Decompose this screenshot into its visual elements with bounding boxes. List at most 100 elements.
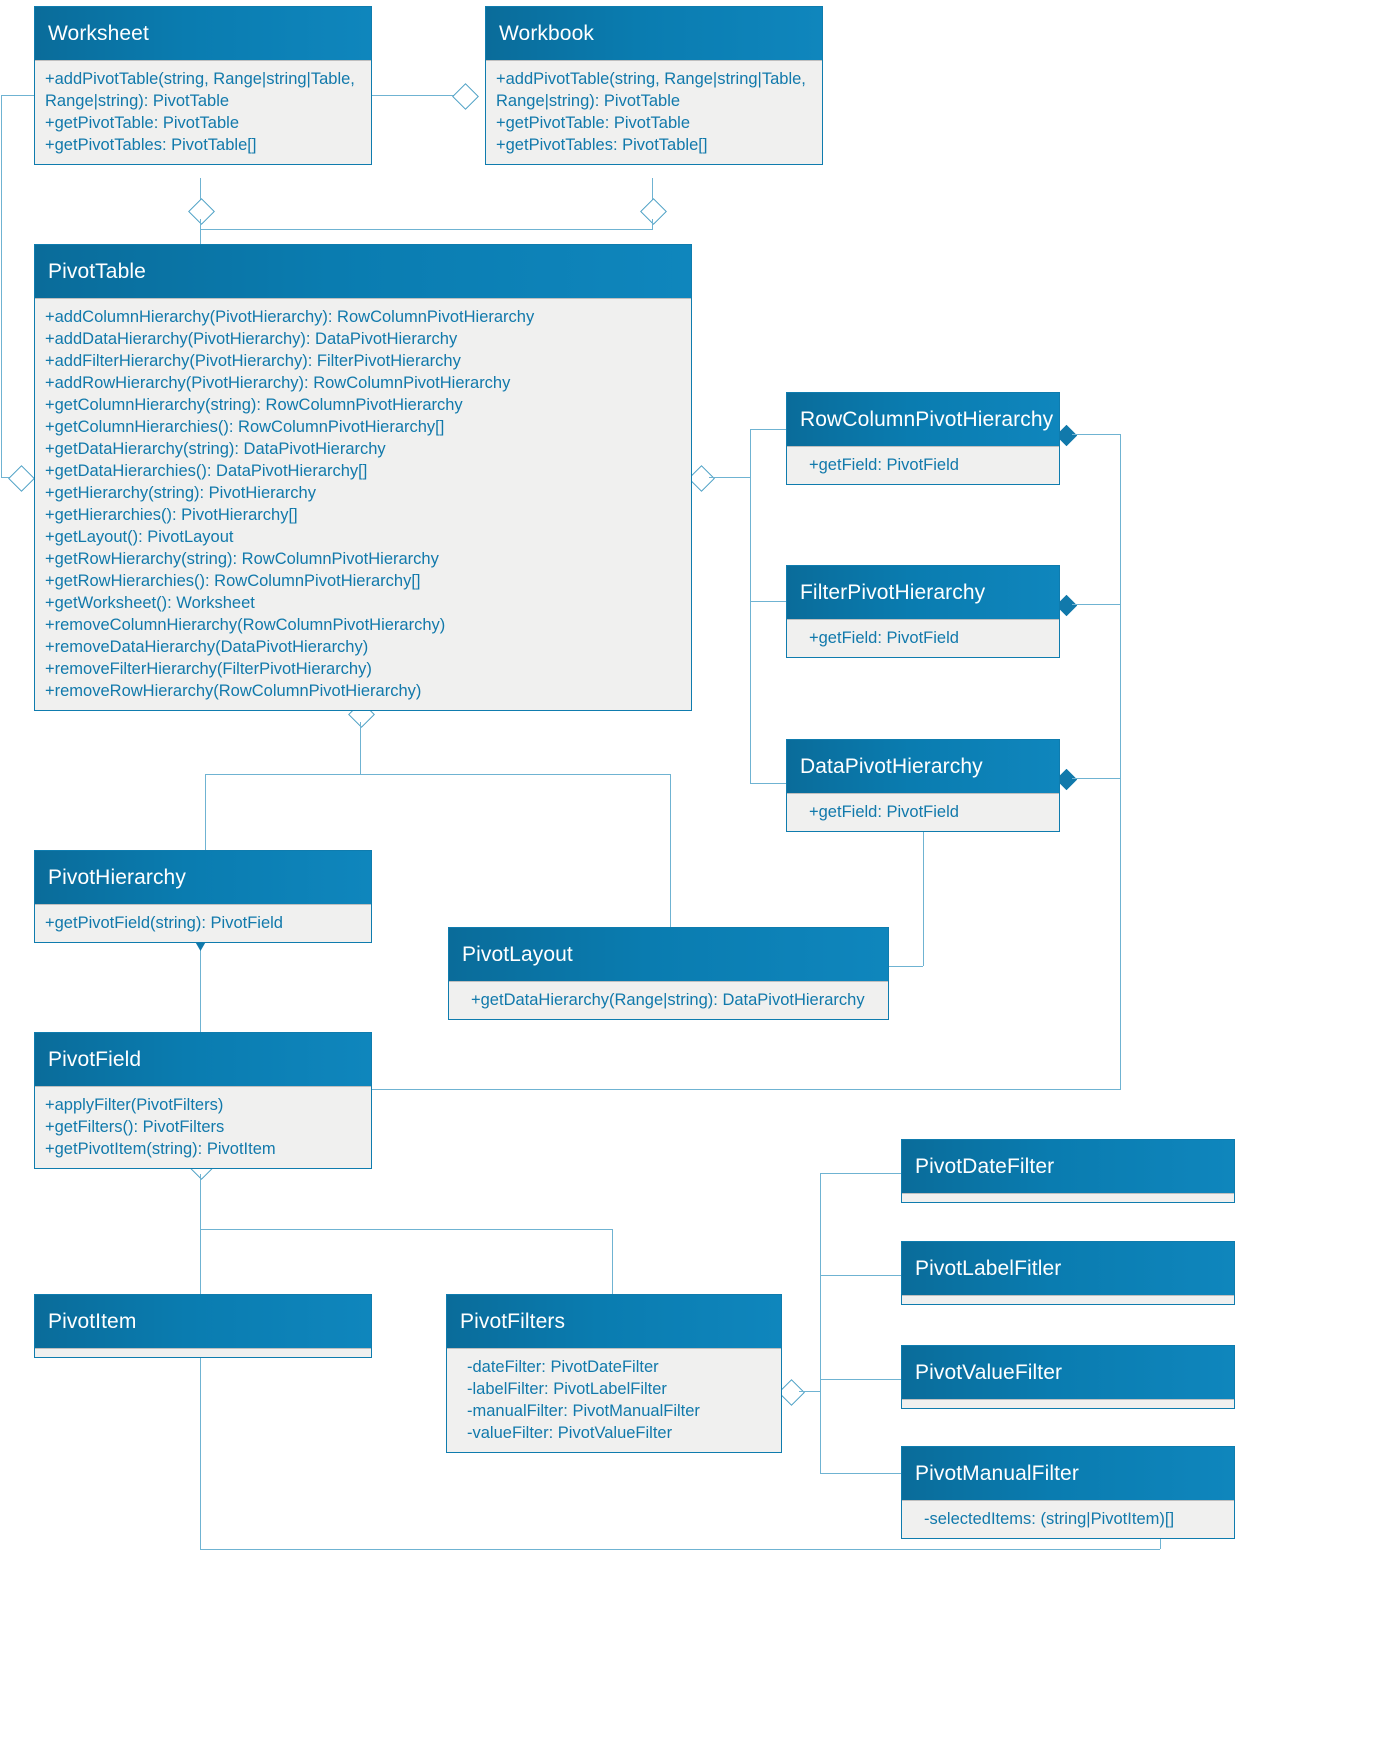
class-title-pivotdatefilter: PivotDateFilter	[902, 1140, 1234, 1193]
class-title-datapivothierarchy: DataPivotHierarchy	[787, 740, 1059, 793]
class-box-pivotmanualfilter[interactable]: PivotManualFilter -selectedItems: (strin…	[901, 1446, 1235, 1539]
class-member: -valueFilter: PivotValueFilter	[467, 1424, 673, 1442]
class-members-pivotfilters: -dateFilter: PivotDateFilter -labelFilte…	[447, 1348, 781, 1452]
link-worksheet-down-2	[200, 219, 201, 244]
class-member: +getRowHierarchy(string): RowColumnPivot…	[45, 550, 439, 568]
class-member: +getPivotItem(string): PivotItem	[45, 1140, 276, 1158]
class-member: +getColumnHierarchy(string): RowColumnPi…	[45, 396, 463, 414]
class-box-workbook[interactable]: Workbook +addPivotTable(string, Range|st…	[485, 6, 823, 165]
link-pivotlayout-to-data-v	[923, 826, 924, 966]
link-filters-manual	[820, 1473, 902, 1474]
class-member: +getField: PivotField	[809, 456, 959, 474]
class-member: +getLayout(): PivotLayout	[45, 528, 234, 546]
class-members-worksheet: +addPivotTable(string, Range|string|Tabl…	[35, 60, 371, 164]
link-worksheet-left-3	[1, 477, 15, 478]
link-filter-right	[1072, 604, 1120, 605]
class-member: +getPivotTable: PivotTable	[496, 114, 690, 132]
class-members-pivothierarchy: +getPivotField(string): PivotField	[35, 904, 371, 942]
class-member: +getPivotTables: PivotTable[]	[496, 136, 708, 154]
link-bottom-split	[205, 774, 670, 775]
class-members-pivotmanualfilter: -selectedItems: (string|PivotItem)[]	[902, 1500, 1234, 1538]
class-member: +getDataHierarchy(Range|string): DataPiv…	[471, 991, 865, 1009]
class-member: -dateFilter: PivotDateFilter	[467, 1358, 659, 1376]
aggregation-diamond-worksheet-bottom	[188, 198, 215, 225]
class-box-filterpivothierarchy[interactable]: FilterPivotHierarchy +getField: PivotFie…	[786, 565, 1060, 658]
class-box-pivotitem[interactable]: PivotItem	[34, 1294, 372, 1358]
link-hier-trunk	[750, 429, 751, 783]
class-member: +addRowHierarchy(PivotHierarchy): RowCol…	[45, 374, 511, 392]
class-title-workbook: Workbook	[486, 7, 822, 60]
class-box-pivotdatefilter[interactable]: PivotDateFilter	[901, 1139, 1235, 1203]
class-members-rowcolumnpivothierarchy: +getField: PivotField	[787, 446, 1059, 484]
class-member: -labelFilter: PivotLabelFilter	[467, 1380, 667, 1398]
class-members-pivotlabelfilter	[902, 1295, 1234, 1304]
class-member: +getField: PivotField	[809, 803, 959, 821]
link-hier-filter	[750, 601, 786, 602]
class-box-pivotlayout[interactable]: PivotLayout +getDataHierarchy(Range|stri…	[448, 927, 889, 1020]
class-box-rowcolumnpivothierarchy[interactable]: RowColumnPivotHierarchy +getField: Pivot…	[786, 392, 1060, 485]
class-member: +removeFilterHierarchy(FilterPivotHierar…	[45, 660, 372, 678]
class-box-pivotfilters[interactable]: PivotFilters -dateFilter: PivotDateFilte…	[446, 1294, 782, 1453]
link-to-pivothierarchy	[205, 774, 206, 850]
link-workbook-across	[200, 229, 653, 230]
aggregation-diamond-pivotfilters-right	[778, 1379, 805, 1406]
class-title-pivotfield: PivotField	[35, 1033, 371, 1086]
link-workbook-down	[652, 178, 653, 200]
class-member: +getPivotTables: PivotTable[]	[45, 136, 257, 154]
class-member: -selectedItems: (string|PivotItem)[]	[924, 1510, 1175, 1528]
class-members-pivotfield: +applyFilter(PivotFilters) +getFilters()…	[35, 1086, 371, 1168]
class-title-rowcolumnpivothierarchy: RowColumnPivotHierarchy	[787, 393, 1059, 446]
aggregation-diamond-pivottable-right	[688, 465, 715, 492]
class-member: +getWorksheet(): Worksheet	[45, 594, 255, 612]
class-title-pivotlabelfilter: PivotLabelFitler	[902, 1242, 1234, 1295]
link-data-right	[1072, 778, 1120, 779]
link-right-trunk	[1120, 434, 1121, 1089]
class-title-pivotlayout: PivotLayout	[449, 928, 888, 981]
class-members-pivotdatefilter	[902, 1193, 1234, 1202]
link-worksheet-workbook	[371, 95, 469, 96]
class-title-pivotitem: PivotItem	[35, 1295, 371, 1348]
class-box-pivotfield[interactable]: PivotField +applyFilter(PivotFilters) +g…	[34, 1032, 372, 1169]
class-title-pivotfilters: PivotFilters	[447, 1295, 781, 1348]
class-box-datapivothierarchy[interactable]: DataPivotHierarchy +getField: PivotField	[786, 739, 1060, 832]
class-member: +addColumnHierarchy(PivotHierarchy): Row…	[45, 308, 535, 326]
class-title-pivothierarchy: PivotHierarchy	[35, 851, 371, 904]
class-members-pivotitem	[35, 1348, 371, 1357]
link-filters-stem	[799, 1391, 820, 1392]
aggregation-diamond-workbook	[452, 83, 479, 110]
link-to-pivotfilters	[612, 1229, 613, 1294]
link-pivotlayout-to-data	[889, 966, 923, 967]
class-title-worksheet: Worksheet	[35, 7, 371, 60]
link-filters-value	[820, 1379, 902, 1380]
class-member: +getPivotField(string): PivotField	[45, 914, 283, 932]
class-members-datapivothierarchy: +getField: PivotField	[787, 793, 1059, 831]
link-to-pivotitem	[200, 1229, 201, 1294]
link-pivotitem-bottom	[200, 1549, 1160, 1550]
class-members-filterpivothierarchy: +getField: PivotField	[787, 619, 1059, 657]
class-members-pivotlayout: +getDataHierarchy(Range|string): DataPiv…	[449, 981, 888, 1019]
class-member: +getRowHierarchies(): RowColumnPivotHier…	[45, 572, 421, 590]
class-title-pivottable: PivotTable	[35, 245, 691, 298]
class-box-pivottable[interactable]: PivotTable +addColumnHierarchy(PivotHier…	[34, 244, 692, 711]
link-right-to-pivotfield	[371, 1089, 1121, 1090]
class-member: +addFilterHierarchy(PivotHierarchy): Fil…	[45, 352, 461, 370]
class-member: +getField: PivotField	[809, 629, 959, 647]
class-box-pivotlabelfilter[interactable]: PivotLabelFitler	[901, 1241, 1235, 1305]
class-member: +removeRowHierarchy(RowColumnPivotHierar…	[45, 682, 422, 700]
link-filters-label	[820, 1275, 902, 1276]
class-member: +addDataHierarchy(PivotHierarchy): DataP…	[45, 330, 458, 348]
link-worksheet-left-2	[1, 95, 2, 477]
class-title-pivotvaluefilter: PivotValueFilter	[902, 1346, 1234, 1399]
link-worksheet-down	[200, 178, 201, 200]
class-member: +removeColumnHierarchy(RowColumnPivotHie…	[45, 616, 446, 634]
class-member: +getHierarchy(string): PivotHierarchy	[45, 484, 316, 502]
class-box-worksheet[interactable]: Worksheet +addPivotTable(string, Range|s…	[34, 6, 372, 165]
link-hierarchy-field	[200, 933, 201, 1033]
link-hier-data	[750, 783, 786, 784]
class-member: +addPivotTable(string, Range|string|Tabl…	[496, 70, 806, 110]
class-member: +getDataHierarchy(string): DataPivotHier…	[45, 440, 386, 458]
class-box-pivothierarchy[interactable]: PivotHierarchy +getPivotField(string): P…	[34, 850, 372, 943]
class-box-pivotvaluefilter[interactable]: PivotValueFilter	[901, 1345, 1235, 1409]
link-pivotitem-down	[200, 1352, 201, 1549]
